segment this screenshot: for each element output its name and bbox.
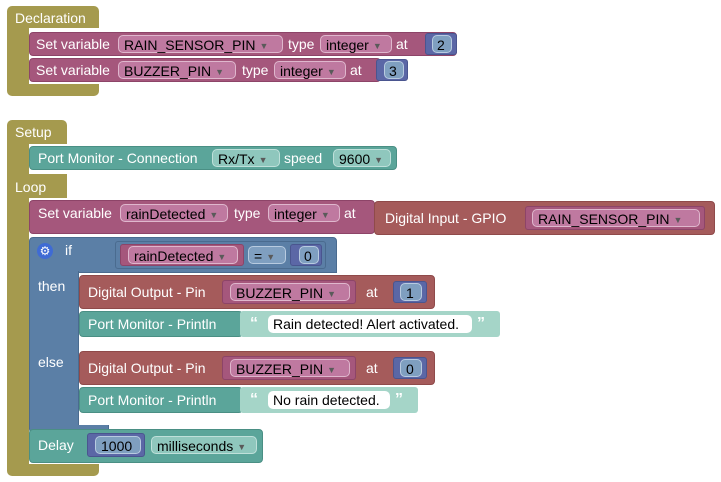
chevron-down-icon: ▼ [327,289,337,299]
digital-output-label: Digital Output - Pin [88,284,206,300]
digital-output-label: Digital Output - Pin [88,360,206,376]
chevron-down-icon: ▼ [320,210,330,220]
type-value: integer [280,63,323,79]
at-label: at [396,36,408,52]
quote-close-icon: ” [395,391,403,408]
quote-close-icon: ” [477,315,485,332]
at-label: at [344,205,356,221]
quote-open-icon: “ [250,391,258,408]
variable-name-value: BUZZER_PIN [124,63,212,79]
output-pin-value: BUZZER_PIN [236,285,324,301]
number-input[interactable]: 3 [384,61,404,79]
variable-name-dropdown[interactable]: rainDetected▼ [120,204,228,222]
chevron-down-icon: ▼ [258,155,268,165]
delay-value-input[interactable]: 1000 [95,436,141,454]
condition-variable-value: rainDetected [134,248,214,264]
chevron-down-icon: ▼ [209,210,219,220]
at-label: at [350,62,362,78]
chevron-down-icon: ▼ [266,252,276,262]
type-value: integer [274,206,317,222]
if-label: if [65,242,72,258]
compare-operator-value: = [254,248,263,264]
loop-block[interactable] [7,174,67,198]
output-pin-value: BUZZER_PIN [236,361,324,377]
output-pin-dropdown[interactable]: BUZZER_PIN▼ [230,359,350,377]
chevron-down-icon: ▼ [372,41,382,51]
set-variable-label: Set variable [38,205,112,221]
declaration-block[interactable] [7,6,99,28]
set-variable-label: Set variable [36,36,110,52]
number-value: 3 [389,63,397,79]
compare-operator-dropdown[interactable]: =▼ [248,246,286,264]
else-label: else [38,354,64,370]
type-label: type [234,205,261,221]
variable-name-dropdown[interactable]: BUZZER_PIN▼ [118,61,236,79]
speed-label: speed [284,150,323,166]
println-block-else[interactable] [79,387,243,413]
declaration-title: Declaration [15,10,86,26]
connection-mode-dropdown[interactable]: Rx/Tx▼ [212,149,280,167]
output-value: 0 [406,361,414,377]
variable-name-dropdown[interactable]: RAIN_SENSOR_PIN▼ [118,35,283,53]
type-dropdown[interactable]: integer▼ [320,35,392,53]
then-label: then [38,278,66,294]
connection-mode-value: Rx/Tx [218,151,255,167]
condition-variable-dropdown[interactable]: rainDetected▼ [128,246,238,264]
output-value-input[interactable]: 1 [400,283,422,301]
declaration-block-foot [7,84,99,96]
loop-title: Loop [15,179,47,195]
println-text-input[interactable]: No rain detected. [268,391,390,409]
declaration-block-spine [7,26,29,86]
setup-block[interactable] [7,120,67,144]
println-text-input[interactable]: Rain detected! Alert activated. [268,315,472,333]
delay-unit-dropdown[interactable]: milliseconds▼ [151,436,257,454]
println-text-value: Rain detected! Alert activated. [273,316,459,332]
loop-block-spine [7,196,29,468]
chevron-down-icon: ▼ [237,442,247,452]
if-block-spine [29,271,79,427]
set-variable-label: Set variable [36,62,110,78]
gear-icon[interactable]: ⚙ [37,243,53,259]
output-value: 1 [406,285,414,301]
type-value: integer [326,37,369,53]
number-input[interactable]: 2 [432,35,452,53]
delay-unit-value: milliseconds [157,438,234,454]
chevron-down-icon: ▼ [673,215,683,225]
at-label: at [366,360,378,376]
chevron-down-icon: ▼ [217,252,227,262]
number-value: 2 [437,37,445,53]
setup-title: Setup [15,124,52,140]
println-block-then[interactable] [79,311,243,337]
println-text-value: No rain detected. [273,392,380,408]
output-value-input[interactable]: 0 [400,359,422,377]
speed-value: 9600 [339,151,371,167]
speed-dropdown[interactable]: 9600▼ [333,149,391,167]
delay-label: Delay [38,437,74,453]
variable-name-value: RAIN_SENSOR_PIN [124,37,256,53]
println-label: Port Monitor - Println [88,392,217,408]
chevron-down-icon: ▼ [215,67,225,77]
setup-block-spine [7,142,29,176]
at-label: at [366,284,378,300]
gpio-pin-value: RAIN_SENSOR_PIN [538,211,670,227]
type-dropdown[interactable]: integer▼ [268,204,340,222]
chevron-down-icon: ▼ [327,365,337,375]
println-label: Port Monitor - Println [88,316,217,332]
type-label: type [288,36,315,52]
chevron-down-icon: ▼ [259,41,269,51]
delay-value: 1000 [101,438,133,454]
condition-value-input[interactable]: 0 [299,246,319,264]
chevron-down-icon: ▼ [374,155,384,165]
chevron-down-icon: ▼ [326,67,336,77]
type-dropdown[interactable]: integer▼ [274,61,346,79]
loop-block-foot [7,464,99,476]
gpio-pin-dropdown[interactable]: RAIN_SENSOR_PIN▼ [532,209,700,227]
condition-value: 0 [304,248,312,264]
type-label: type [242,62,269,78]
digital-input-gpio-label: Digital Input - GPIO [385,210,507,226]
variable-name-value: rainDetected [126,206,206,222]
quote-open-icon: “ [250,315,258,332]
output-pin-dropdown[interactable]: BUZZER_PIN▼ [230,283,350,301]
port-monitor-connection-label: Port Monitor - Connection [38,150,198,166]
